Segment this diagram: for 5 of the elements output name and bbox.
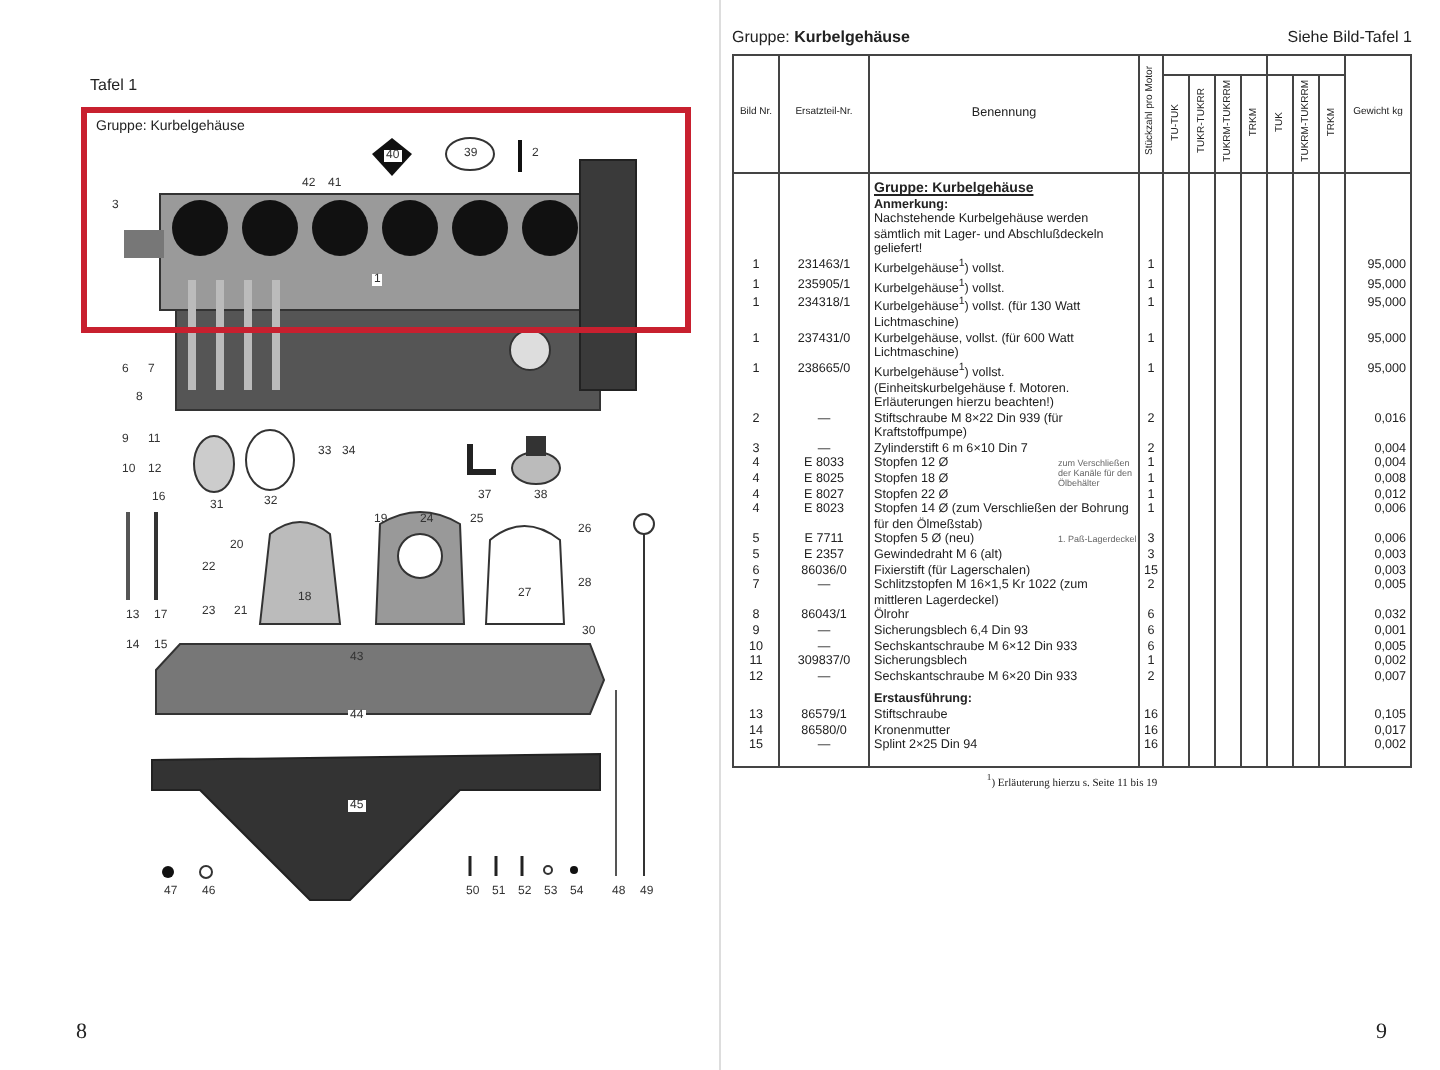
page-heading: Gruppe: Kurbelgehäuse (732, 28, 910, 46)
table-caption: Tafel 1 (90, 76, 138, 94)
page-number: 9 (1376, 1020, 1387, 1044)
figure-reference: Siehe Bild-Tafel 1 (1287, 28, 1412, 46)
page-number: 8 (76, 1020, 87, 1044)
